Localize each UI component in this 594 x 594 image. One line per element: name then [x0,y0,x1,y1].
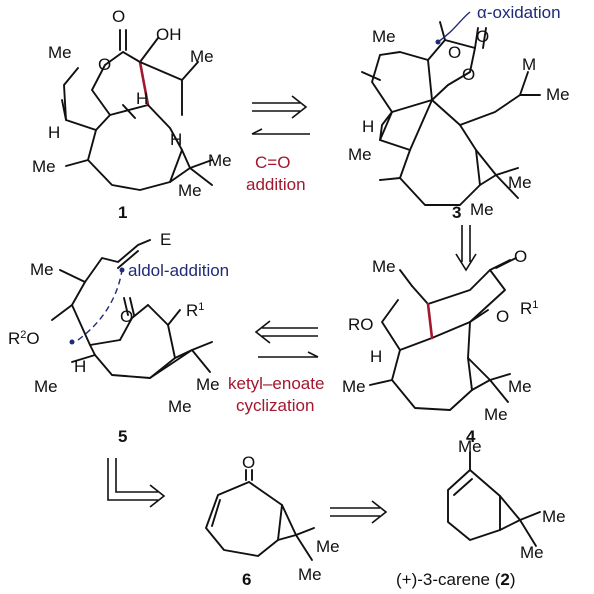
compound-5-structure [51,239,213,379]
c2-me2: Me [520,543,544,562]
c4-me-gem1: Me [508,377,532,396]
alpha-oxidation-dot [435,39,441,45]
c5-me-bottom: Me [34,377,58,396]
c5-h: H [74,357,86,376]
c1-oh: OH [156,25,182,44]
c1-me-bottom: Me [32,157,56,176]
forward-arrow-3-1 [251,128,310,135]
c4-r1-r: R [520,299,532,318]
c3-ring-o: O [462,65,475,84]
compound-6-number: 6 [242,570,251,589]
c5-r1: R1 [186,301,204,320]
c3-lactone-o: O [476,27,489,46]
compound-3-number: 3 [452,203,461,222]
aldol-dot-bottom [69,339,75,345]
carene-name: (+)-3-carene ( [396,570,501,589]
c5-me-top: Me [30,260,54,279]
compound-3-structure [361,21,541,206]
retro-arrow-3-4 [455,225,477,272]
c5-me-gem1: Me [196,375,220,394]
c5-o: O [26,329,39,348]
retro-arrow-1-3 [252,95,308,119]
c1-h-center: H [136,89,148,108]
c1-me-gem2: Me [178,181,202,200]
c1-me-gem1: Me [208,151,232,170]
c5-me-gem2: Me [168,397,192,416]
retro-arrow-5-6 [107,458,166,508]
c2-me-top: Me [458,437,482,456]
compound-4-number: 4 [466,427,476,446]
c1-me-right: Me [190,47,214,66]
c1-ring-o: O [98,55,111,74]
compound-6-structure [205,469,315,561]
forward-arrow-5-4 [258,351,319,358]
c4-ring-o: O [496,307,509,326]
caption-co-line1: C=O [255,153,290,172]
c1-carbonyl-o: O [112,7,125,26]
annotation-alpha-oxidation: α-oxidation [477,3,561,22]
c3-me-left: Me [348,145,372,164]
c3-ketone-o: O [448,43,461,62]
caption-ketyl-line2: cyclization [236,396,314,415]
compound-2-label: (+)-3-carene (2) [396,570,516,589]
carene-number: 2 [500,570,509,589]
retro-arrow-6-2 [330,500,388,524]
c3-me-gem2: Me [470,200,494,219]
c6-me1: Me [316,537,340,556]
c6-o: O [242,453,255,472]
aldol-addition-dashed [77,269,123,341]
c3-me-gem1: Me [508,173,532,192]
c1-h-right: H [170,130,182,149]
c4-r1-sup: 1 [532,299,538,311]
c5-e: E [160,230,171,249]
c5-r2o: R2O [8,329,40,348]
c4-ro: RO [348,315,374,334]
c3-h: H [362,117,374,136]
c4-me-bottom: Me [342,377,366,396]
c5-ketone-o: O [120,307,133,326]
c4-me-gem2: Me [484,405,508,424]
c5-r1-sup: 1 [198,301,204,313]
c4-carbonyl-o: O [514,247,527,266]
compound-2-structure [447,451,541,547]
c1-me-left: Me [48,43,72,62]
compound-1-structure [61,29,213,191]
alpha-oxidation-curve [437,11,471,43]
annotation-aldol-addition: aldol-addition [128,261,229,280]
retro-arrow-4-5 [254,320,318,344]
c4-h: H [370,347,382,366]
c6-me2: Me [298,565,322,584]
c3-me-right: Me [546,85,570,104]
c3-me-top: Me [372,27,396,46]
compound-5-number: 5 [118,427,127,446]
compound-1-number: 1 [118,203,127,222]
caption-ketyl-line1: ketyl–enoate [228,374,324,393]
c5-r-sup: 2 [20,329,26,341]
caption-co-line2: addition [246,175,306,194]
c4-r1: R1 [520,299,538,318]
c3-m: M [522,55,536,74]
c5-r1-r: R [186,301,198,320]
carene-suffix: ) [510,570,516,589]
c1-h-left: H [48,123,60,142]
c5-r: R [8,329,20,348]
c4-me: Me [372,257,396,276]
compound-4-structure [369,257,517,411]
aldol-dot-top [119,267,125,273]
c2-me1: Me [542,507,566,526]
